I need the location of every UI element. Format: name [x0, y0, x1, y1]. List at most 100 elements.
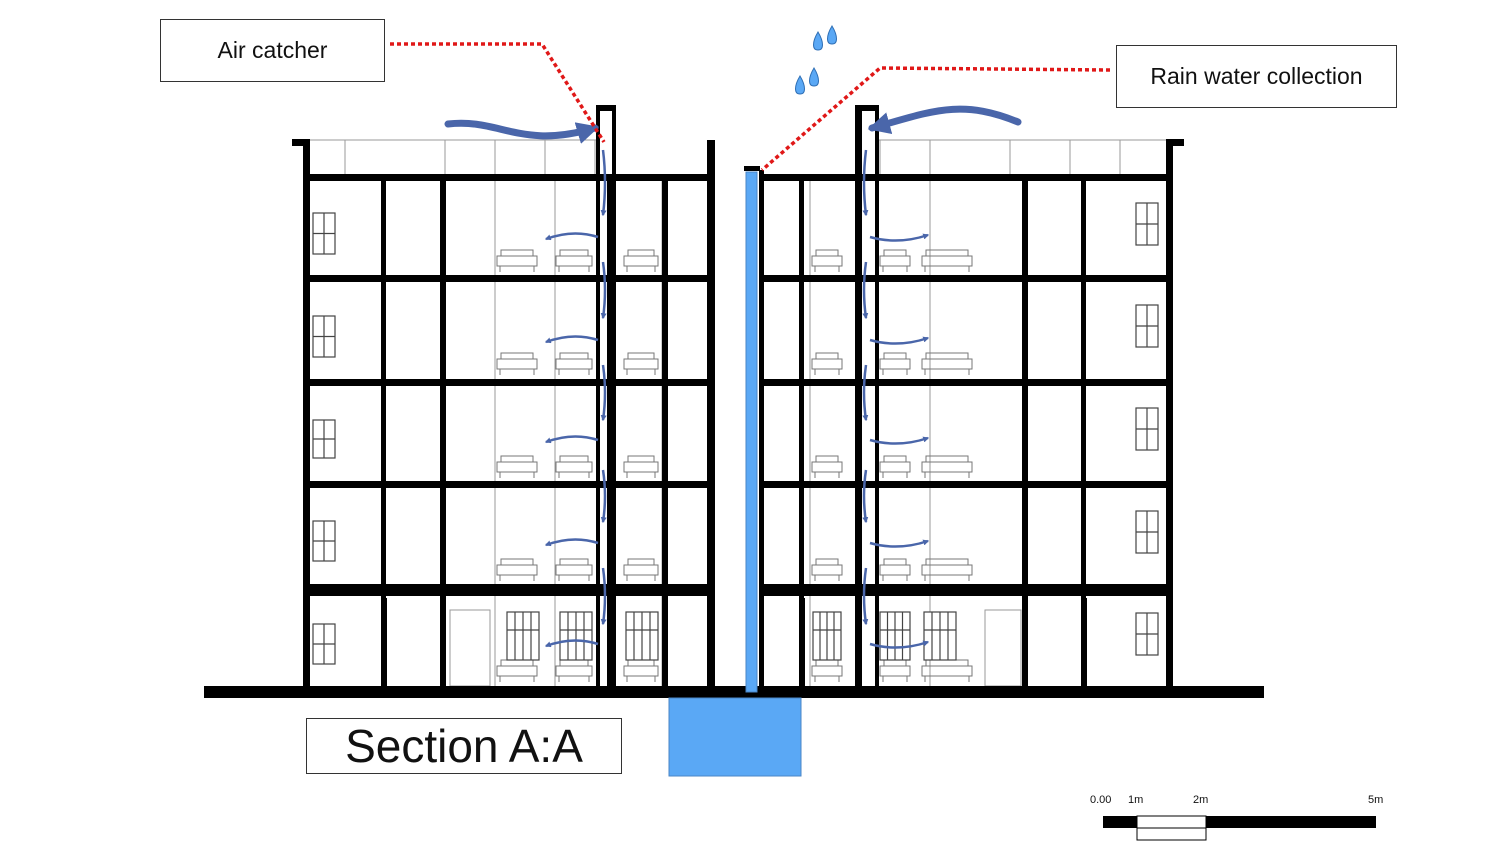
- furniture-top: [883, 558, 907, 566]
- airflow-arrow-icon: [600, 149, 607, 217]
- airflow-arrow-icon: [869, 233, 930, 242]
- furniture-top: [627, 249, 655, 257]
- shaft-wall-right-inner: [856, 105, 860, 690]
- furniture-table: [555, 564, 593, 576]
- furniture-top: [815, 659, 839, 667]
- floor-slab-left: [303, 379, 715, 386]
- floor-slab-right: [759, 174, 1173, 181]
- rainwater-tank: [668, 697, 802, 777]
- entrance-frame: [984, 609, 1022, 687]
- airflow-arrow-icon: [862, 149, 869, 217]
- airflow-arrow-icon: [862, 261, 869, 320]
- airflow-arrow-icon: [869, 336, 930, 345]
- scale-segment-white: [1136, 815, 1207, 829]
- furniture-top: [627, 659, 655, 667]
- airflow-arrow-icon: [600, 567, 607, 626]
- furniture-table: [879, 255, 911, 267]
- column: [759, 170, 764, 688]
- section-title: Section A:A: [306, 718, 622, 774]
- furniture-top: [883, 352, 907, 360]
- furniture-table: [496, 564, 538, 576]
- column: [662, 178, 668, 598]
- floor-slab-right: [759, 584, 1173, 596]
- scale-tick-1m: 1m: [1128, 794, 1144, 806]
- furniture-top: [627, 455, 655, 463]
- floor-slab-left: [303, 275, 715, 282]
- raindrop-icon: [795, 75, 805, 95]
- ground-slab: [204, 686, 1264, 698]
- furniture-table: [555, 461, 593, 473]
- raindrop-icon: [827, 25, 837, 45]
- ground-post: [381, 598, 387, 688]
- column: [607, 178, 614, 686]
- furniture-top: [559, 558, 589, 566]
- furniture-top: [815, 352, 839, 360]
- furniture-table: [811, 358, 843, 370]
- furniture-table: [555, 665, 593, 677]
- column: [799, 178, 804, 598]
- furniture-top: [500, 249, 534, 257]
- shaft-cap-right: [856, 105, 878, 111]
- furniture-table: [623, 461, 659, 473]
- airflow-arrow-icon: [544, 335, 599, 344]
- column: [381, 178, 386, 598]
- furniture-top: [925, 659, 969, 667]
- entrance-frame: [449, 609, 491, 687]
- furniture-top: [627, 558, 655, 566]
- floor-slab-right: [759, 481, 1173, 488]
- airflow-arrow-icon: [444, 119, 600, 144]
- scale-tick-2m: 2m: [1193, 794, 1209, 806]
- furniture-top: [925, 558, 969, 566]
- furniture-top: [500, 352, 534, 360]
- furniture-table: [623, 255, 659, 267]
- furniture-table: [879, 461, 911, 473]
- raindrop-icon: [813, 31, 823, 51]
- furniture-top: [883, 249, 907, 257]
- floor-slab-left: [303, 481, 715, 488]
- roof-cap-right: [1166, 139, 1184, 146]
- furniture-top: [883, 659, 907, 667]
- furniture-top: [925, 455, 969, 463]
- airflow-arrow-icon: [544, 639, 599, 648]
- rain-water-collection-label: Rain water collection: [1116, 45, 1397, 108]
- furniture-top: [815, 558, 839, 566]
- floor-slab-right: [759, 275, 1173, 282]
- section-title-text: Section A:A: [345, 720, 583, 772]
- furniture-top: [925, 249, 969, 257]
- outer-wall-left: [303, 142, 310, 688]
- furniture-table: [623, 665, 659, 677]
- scale-segment-black: [1206, 816, 1376, 828]
- column: [440, 178, 446, 598]
- airflow-arrow-icon: [544, 538, 599, 547]
- furniture-table: [879, 665, 911, 677]
- floor-slab-right: [759, 379, 1173, 386]
- ground-post: [1081, 598, 1087, 688]
- airflow-arrow-icon: [869, 539, 930, 548]
- scale-segment-black: [1103, 816, 1137, 828]
- column: [1081, 178, 1086, 598]
- furniture-top: [500, 659, 534, 667]
- furniture-table: [879, 358, 911, 370]
- furniture-table: [623, 358, 659, 370]
- furniture-top: [815, 249, 839, 257]
- furniture-table: [496, 461, 538, 473]
- airflow-arrow-icon: [600, 469, 607, 524]
- furniture-table: [555, 255, 593, 267]
- airflow-arrow-icon: [869, 640, 930, 649]
- floor-slab-left: [303, 174, 715, 181]
- outer-wall-right: [1166, 142, 1173, 688]
- furniture-top: [815, 455, 839, 463]
- airflow-arrow-icon: [862, 567, 869, 626]
- furniture-table: [811, 461, 843, 473]
- shaft-wall-left-inner: [612, 105, 616, 690]
- floor-slab-left: [303, 584, 715, 596]
- shaft-cap-left: [596, 105, 616, 111]
- column: [707, 140, 715, 688]
- column: [1022, 178, 1028, 598]
- ground-post: [662, 598, 668, 688]
- furniture-table: [496, 255, 538, 267]
- air-catcher-text: Air catcher: [217, 37, 328, 63]
- airflow-arrow-icon: [544, 232, 599, 241]
